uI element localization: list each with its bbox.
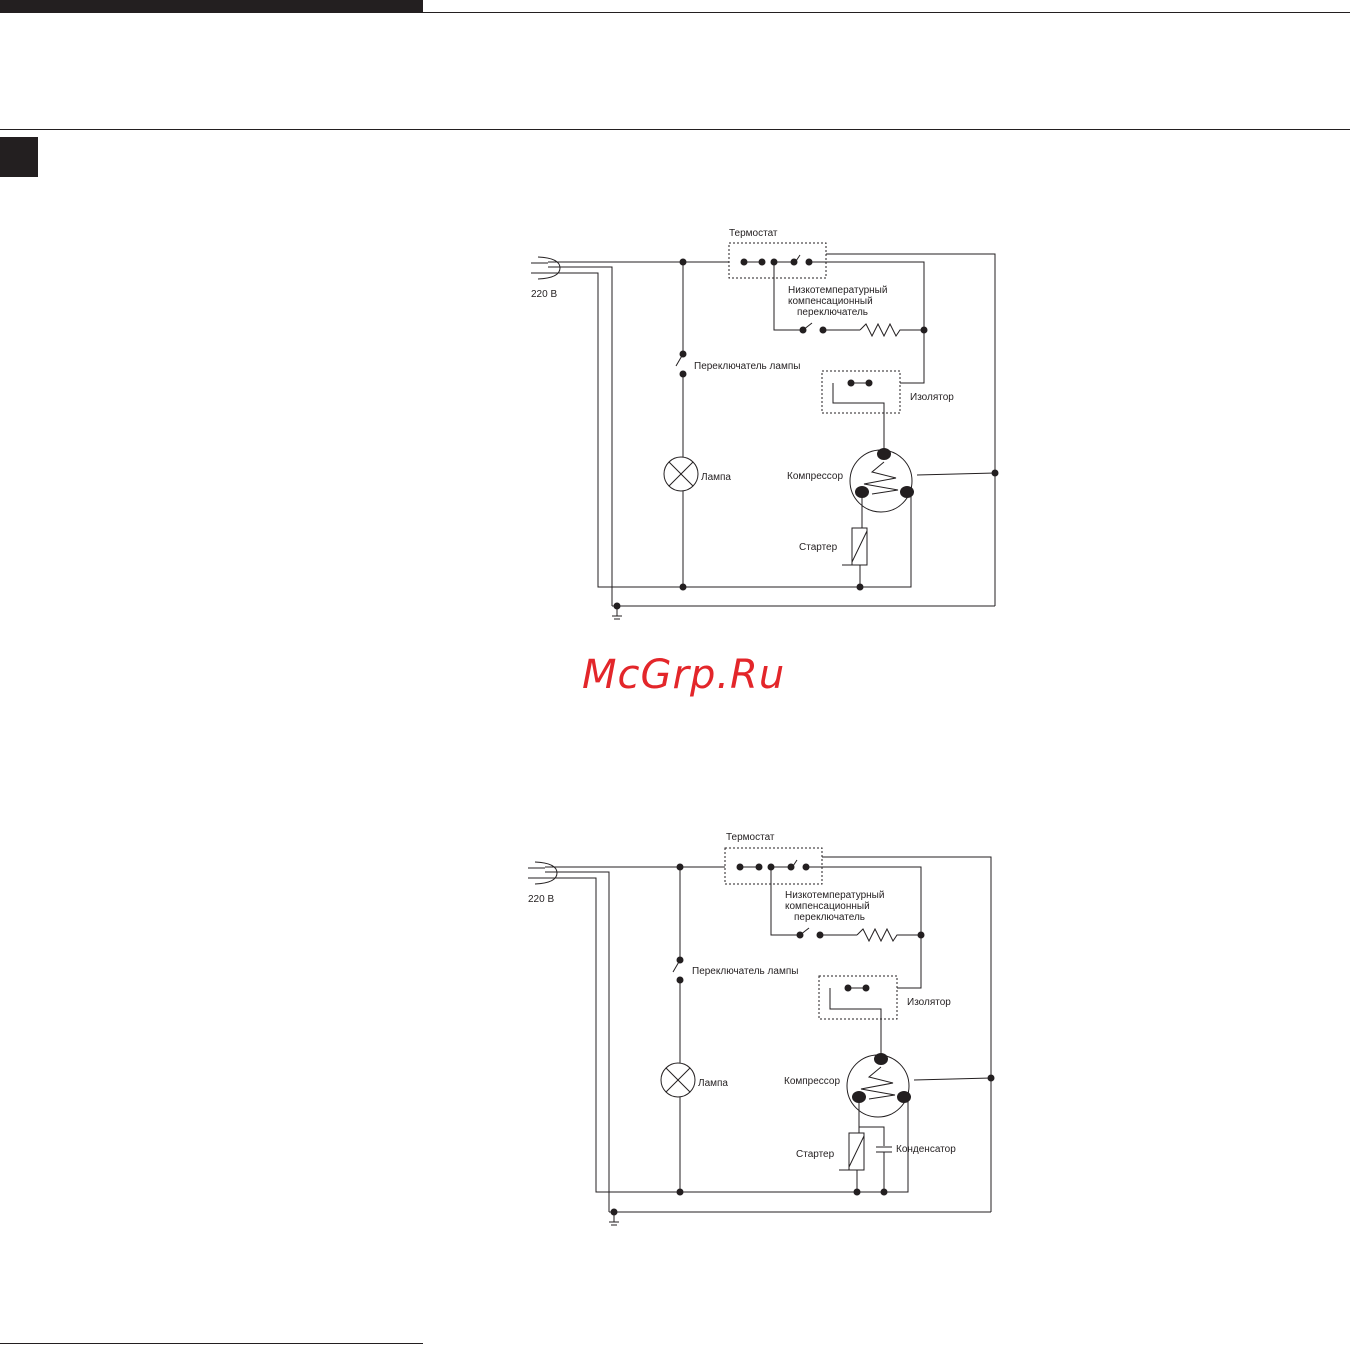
thermostat-label: Термостат (729, 228, 778, 239)
plug-icon (538, 257, 560, 279)
starter-label: Стартер (796, 1149, 835, 1160)
low-temp-switch-label-1: Низкотемпературный (788, 285, 887, 296)
plug-icon (535, 862, 557, 884)
watermark: McGrp.Ru (582, 652, 785, 698)
isolator-label: Изолятор (910, 392, 954, 403)
starter-label: Стартер (799, 542, 838, 553)
isolator-label: Изолятор (907, 997, 951, 1008)
low-temp-switch-label-3: переключатель (797, 307, 868, 318)
lamp-switch-label: Переключатель лампы (694, 361, 800, 372)
low-temp-switch-label-1: Низкотемпературный (785, 890, 884, 901)
wiring-diagram-1 (531, 243, 995, 619)
resistor-icon (857, 929, 921, 941)
lamp-switch-label: Переключатель лампы (692, 966, 798, 977)
lamp-label: Лампа (701, 472, 731, 483)
lamp-label: Лампа (698, 1078, 728, 1089)
thermostat-label: Термостат (726, 832, 775, 843)
low-temp-switch-label-2: компенсационный (785, 901, 870, 912)
resistor-icon (860, 324, 924, 336)
voltage-label: 220 В (531, 289, 557, 300)
capacitor-label: Конденсатор (896, 1144, 956, 1155)
diagram-1-labels: Термостат Низкотемпературный компенсацио… (531, 228, 954, 553)
diagram-2-labels: Термостат Низкотемпературный компенсацио… (528, 832, 956, 1160)
compressor-label: Компрессор (784, 1076, 840, 1087)
voltage-label: 220 В (528, 894, 554, 905)
low-temp-switch-label-3: переключатель (794, 912, 865, 923)
compressor-label: Компрессор (787, 471, 843, 482)
wiring-diagram-2 (528, 848, 991, 1225)
low-temp-switch-label-2: компенсационный (788, 296, 873, 307)
